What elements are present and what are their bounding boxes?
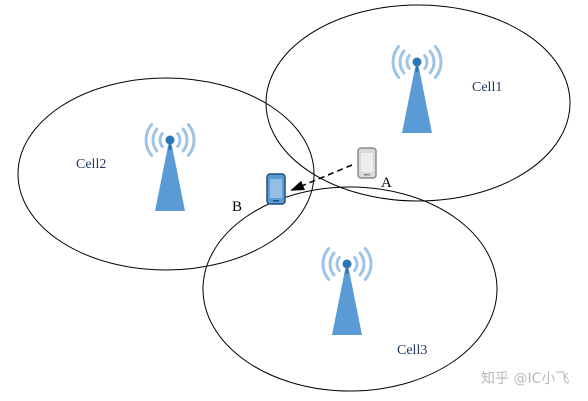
- signal-wave-icon: [176, 132, 182, 148]
- handover-arrow: [290, 164, 353, 191]
- watermark-text: 知乎 @IC小飞: [481, 370, 569, 387]
- signal-wave-icon: [144, 123, 154, 157]
- tower-mast: [332, 270, 362, 335]
- signal-wave-icon: [335, 256, 341, 272]
- signal-wave-icon: [151, 127, 159, 153]
- signal-wave-icon: [428, 49, 436, 75]
- device-b-label: B: [232, 199, 242, 215]
- antenna-stem: [345, 264, 349, 274]
- signal-wave-icon: [398, 49, 406, 75]
- device-a-mobile-phone-icon: [357, 147, 377, 179]
- cell1-label: Cell1: [472, 80, 502, 95]
- cell3-coverage: [202, 186, 498, 392]
- signal-wave-icon: [181, 127, 189, 153]
- signal-wave-icon: [358, 251, 366, 277]
- signal-wave-icon: [353, 256, 359, 272]
- cell3-label: Cell3: [397, 343, 427, 358]
- signal-wave-icon: [321, 247, 331, 281]
- tower-mast: [402, 68, 432, 133]
- device-b-mobile-phone-icon: [266, 173, 286, 205]
- cell1-tower-icon: [391, 45, 443, 133]
- antenna-stem: [415, 62, 419, 72]
- device-a-label: A: [381, 175, 392, 191]
- cell2-coverage: [17, 77, 315, 271]
- signal-wave-icon: [433, 45, 443, 79]
- signal-wave-icon: [363, 247, 373, 281]
- signal-wave-icon: [391, 45, 401, 79]
- signal-wave-icon: [186, 123, 196, 157]
- cell2-label: Cell2: [76, 157, 106, 172]
- signal-wave-icon: [423, 54, 429, 70]
- signal-wave-icon: [405, 54, 411, 70]
- cell2-tower-icon: [144, 123, 196, 211]
- tower-mast: [155, 146, 185, 211]
- antenna-stem: [168, 140, 172, 150]
- cell3-tower-icon: [321, 247, 373, 335]
- signal-wave-icon: [158, 132, 164, 148]
- signal-wave-icon: [328, 251, 336, 277]
